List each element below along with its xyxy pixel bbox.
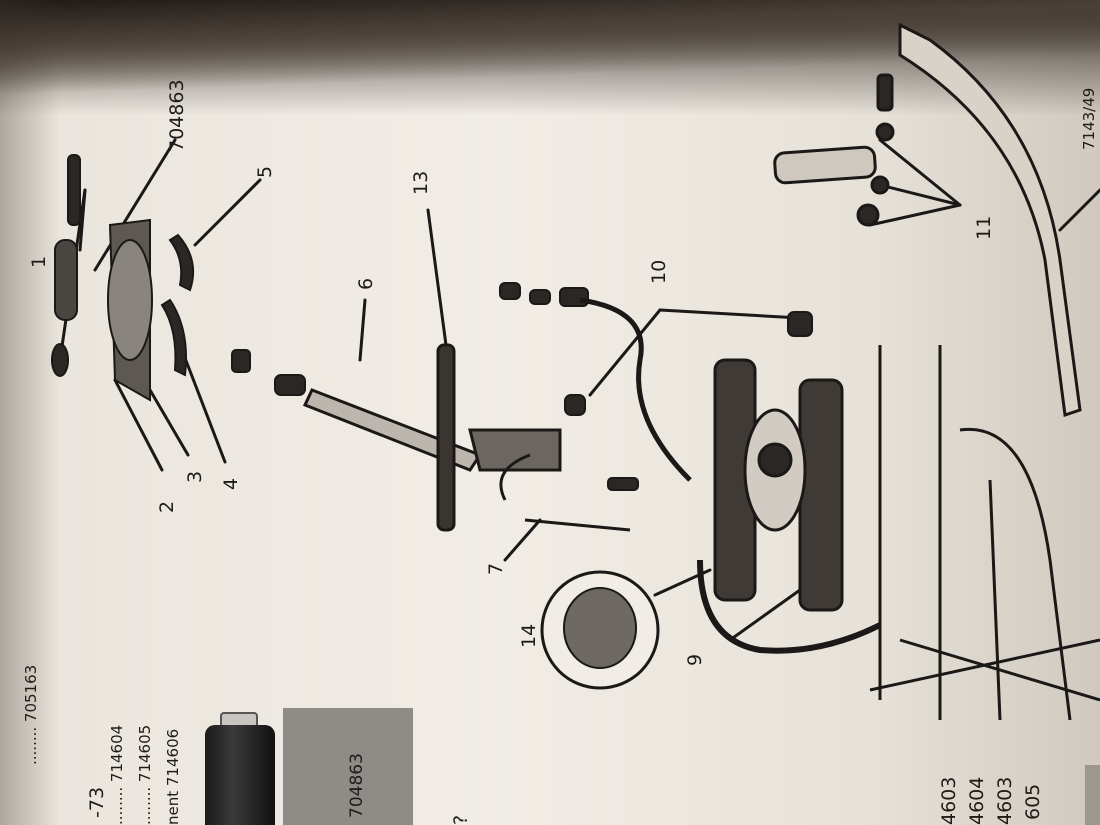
clip-part-4 [160, 298, 187, 377]
top-right-fragment: 7143/49 [1080, 87, 1098, 150]
grommet-part-10b [787, 311, 813, 337]
text-line-2: -73 [86, 786, 108, 818]
nut-c [559, 287, 589, 307]
photo-inset-label: 704863 [347, 753, 367, 818]
grommet-part-10 [564, 394, 586, 416]
nut-shaft [274, 374, 306, 396]
clip-part-5 [168, 233, 194, 292]
leader-line-11a [878, 138, 962, 207]
text-line-4: ........ 714605 [136, 724, 154, 825]
leader-line-11b [868, 203, 962, 227]
wiper-arm-part-6 [302, 388, 483, 472]
washer-11c [875, 122, 895, 142]
leader-line-11c [878, 183, 962, 207]
washer-11a [856, 203, 880, 227]
wiper-motor-blade-b [798, 378, 844, 612]
leader-line-704863 [93, 138, 177, 272]
callout-3: 3 [184, 470, 206, 483]
bushing [607, 477, 639, 491]
nut-b [529, 289, 551, 305]
bolt-part-1 [67, 154, 81, 226]
text-line-3: ........ 714604 [108, 724, 126, 825]
callout-13: 13 [410, 170, 432, 195]
edge-text: ? [450, 814, 472, 825]
text-line-1: ........ 705163 [22, 664, 40, 765]
leader-line-7 [503, 518, 542, 562]
nut-part-1 [51, 343, 69, 377]
callout-5: 5 [254, 165, 276, 178]
nut-a [499, 282, 521, 300]
bottom-number-3: 4603 [994, 776, 1016, 825]
text-line-5: nent 714606 [164, 728, 182, 825]
grommet-part-14 [563, 587, 637, 669]
spring-part-7 [499, 453, 531, 501]
photo-inset-box: 704863 [283, 708, 413, 825]
bottom-number-4: 605 [1022, 783, 1044, 820]
bottom-number-2: 4604 [966, 776, 988, 825]
wiper-blade-part-13 [436, 343, 456, 532]
callout-6: 6 [355, 277, 377, 290]
leader-line-3 [148, 388, 190, 457]
bracket-part-1 [54, 239, 78, 321]
motor-hub [757, 442, 793, 478]
leader-line-13 [426, 208, 450, 362]
leader-line-linkage [1058, 188, 1100, 232]
rod-part-7 [524, 518, 631, 532]
callout-1: 1 [28, 255, 50, 268]
part-number-704863: 704863 [166, 79, 188, 152]
washer-shaft [231, 349, 251, 373]
callout-9: 9 [684, 653, 706, 666]
housing-part-3 [107, 239, 153, 361]
adjacent-page-edge [1085, 765, 1100, 825]
cylinder-photo [205, 725, 275, 825]
washer-11b [870, 175, 890, 195]
car-body-sketch [869, 345, 1100, 721]
callout-2: 2 [156, 500, 178, 513]
leader-line-1b [78, 188, 87, 252]
callout-4: 4 [220, 477, 242, 490]
long-link-rod [898, 22, 1082, 417]
callout-14: 14 [518, 623, 540, 648]
bolt-11 [876, 73, 894, 112]
leader-line-4 [178, 343, 227, 464]
leader-line-6 [358, 298, 367, 362]
leader-line-5 [193, 178, 262, 247]
cable-part-9 [697, 559, 882, 654]
leader-line-9 [728, 588, 802, 642]
callout-10: 10 [648, 259, 670, 284]
leader-line-10b [658, 308, 802, 320]
linkage-arm-part-11 [773, 145, 877, 185]
bottom-number-1: 4603 [938, 776, 960, 825]
callout-7: 7 [485, 562, 507, 575]
leader-line-10a [588, 308, 662, 397]
cable [579, 297, 692, 482]
callout-11: 11 [973, 215, 995, 240]
leader-line-2 [113, 378, 164, 472]
arm-pivot-part-6 [468, 428, 562, 472]
page-shadow-left [0, 0, 60, 825]
